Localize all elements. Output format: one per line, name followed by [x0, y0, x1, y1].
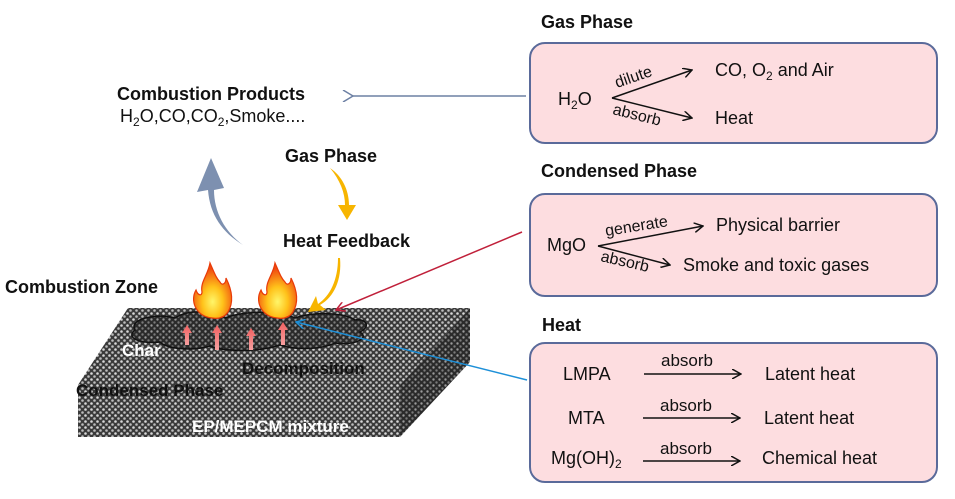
condensed-phase-connector	[336, 231, 523, 310]
char-label: Char	[122, 341, 161, 360]
heat-row-3-verb: absorb	[660, 439, 712, 458]
combustion-zone-label: Combustion Zone	[5, 277, 158, 297]
heat-row-1-verb: absorb	[661, 351, 713, 370]
condensed-phase-panel-title: Condensed Phase	[541, 161, 698, 181]
decomposition-arrows	[182, 322, 288, 350]
heat-row-3-reactant: Mg(OH)2	[551, 448, 622, 471]
formula-part: O,CO,CO	[139, 106, 218, 126]
heat-row-1-reactant: LMPA	[563, 364, 611, 384]
heat-feedback-arrow	[308, 258, 341, 312]
gas-lower-product: Heat	[715, 108, 754, 128]
flame-icon	[192, 260, 233, 319]
heat-row-3-product: Chemical heat	[762, 448, 878, 468]
heat-row-2-reactant: MTA	[568, 408, 605, 428]
condensed-phase-label: Condensed Phase	[76, 381, 224, 400]
formula-part: H	[120, 106, 133, 126]
gas-phase-panel-title: Gas Phase	[541, 12, 634, 32]
heat-feedback-label: Heat Feedback	[283, 231, 411, 251]
formula-part: ,Smoke....	[224, 106, 306, 126]
slab-right-face	[400, 308, 470, 437]
gas-phase-label: Gas Phase	[285, 146, 378, 166]
gas-to-heat-arrow	[330, 168, 356, 220]
heat-row-2-product: Latent heat	[764, 408, 855, 428]
condensed-lower-product: Smoke and toxic gases	[683, 255, 870, 275]
combustion-products-arrow	[197, 158, 243, 245]
gas-reactant: H2O	[558, 89, 592, 112]
gas-phase-panel	[529, 42, 938, 144]
combustion-products-formula: H2O,CO,CO2,Smoke....	[120, 106, 305, 129]
heat-connector	[296, 322, 528, 381]
slab-front-face	[78, 385, 400, 437]
condensed-phase-panel	[529, 193, 938, 297]
decomposition-label: Decomposition	[242, 359, 365, 378]
heat-row-1-product: Latent heat	[765, 364, 856, 384]
flame-icon	[257, 260, 298, 319]
gas-upper-product: CO, O2 and Air	[715, 60, 834, 83]
mixture-label: EP/MEPCM mixture	[192, 417, 349, 436]
condensed-reactant: MgO	[547, 235, 587, 255]
condensed-upper-product: Physical barrier	[716, 215, 841, 235]
combustion-products-title: Combustion Products	[117, 84, 305, 104]
heat-panel-title: Heat	[542, 315, 582, 335]
heat-row-2-verb: absorb	[660, 396, 712, 415]
formula-subscript: 2	[217, 115, 225, 129]
formula-subscript: 2	[133, 115, 140, 129]
